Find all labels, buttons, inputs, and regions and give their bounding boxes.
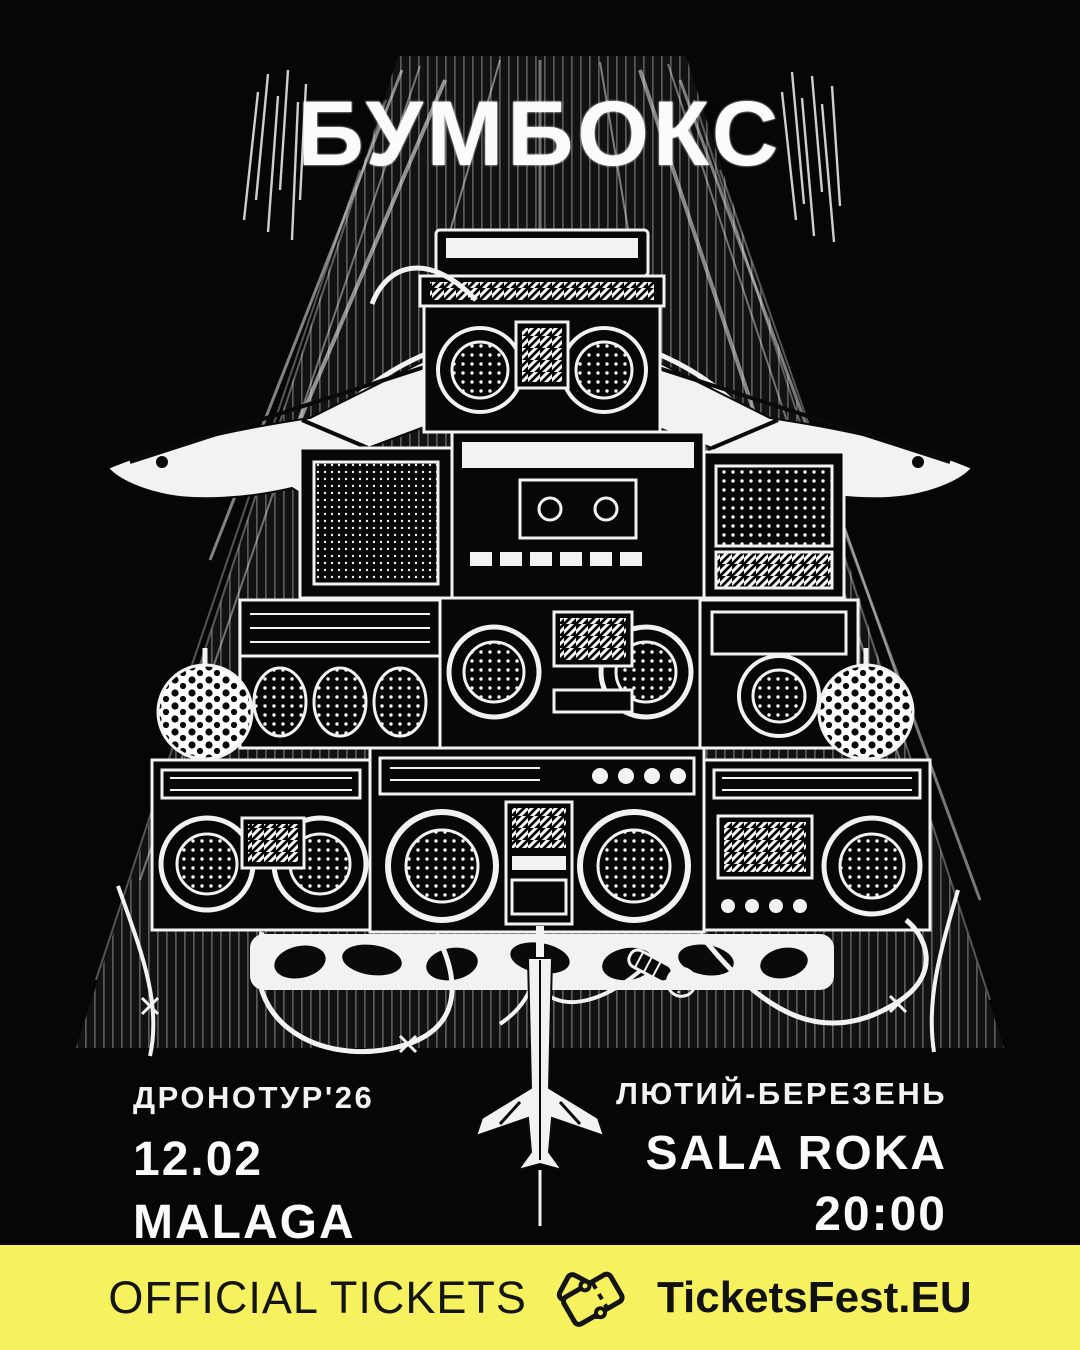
tickets-brand: TicketsFest.EU [656,1272,972,1322]
event-info-right: ЛЮТИЙ-БЕРЕЗЕНЬ SALA ROKA 20:00 [616,1076,947,1242]
poster-title: БУМБОКС [297,83,783,185]
event-info-left: ДРОНОТУР'26 12.02 MALAGA [133,1080,374,1250]
tickets-footer-bar: OFFICIAL TICKETS TicketsFest.EU [0,1245,1080,1350]
disco-ball-left [156,648,254,761]
event-city: MALAGA [133,1196,356,1249]
event-time: 20:00 [814,1188,947,1241]
period-label: ЛЮТИЙ-БЕРЕЗЕНЬ [616,1076,947,1111]
disco-ball-right [817,648,915,761]
tour-label: ДРОНОТУР'26 [133,1080,375,1115]
drone [474,926,606,1226]
boombox-stack [150,228,932,990]
tickets-icon [556,1271,625,1327]
event-date: 12.02 [133,1133,264,1186]
official-tickets-label: OFFICIAL TICKETS [108,1271,527,1323]
venue-name: SALA ROKA [645,1127,947,1180]
